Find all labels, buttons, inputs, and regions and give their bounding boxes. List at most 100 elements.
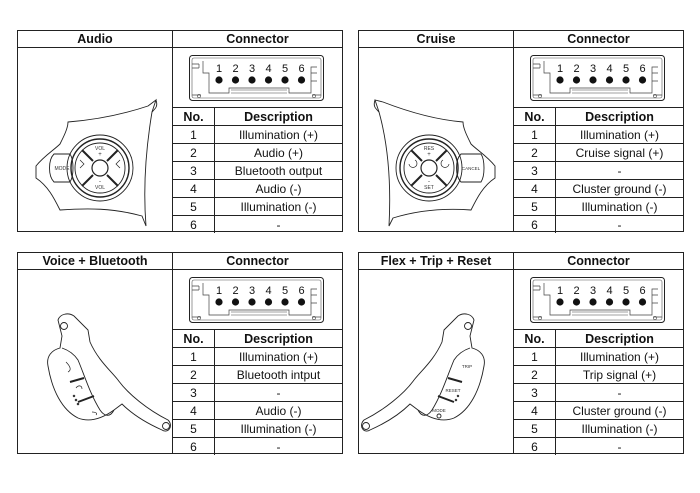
pin-dot <box>589 298 597 306</box>
vol-up-label: VOL <box>95 146 105 152</box>
pin-number: 5 <box>173 419 215 438</box>
pin-dot <box>297 298 306 306</box>
pin-number: 1 <box>514 347 556 366</box>
pin-label: 5 <box>282 63 288 75</box>
pin-label: 2 <box>573 63 579 75</box>
pin-dot <box>605 76 614 84</box>
pin-dot <box>556 76 564 84</box>
pin-description: Trip signal (+) <box>555 365 683 384</box>
pin-label: 2 <box>232 285 238 297</box>
pin-description: Illumination (-) <box>214 197 342 216</box>
table-row: 3- <box>173 383 342 402</box>
pin-label: 6 <box>298 63 304 75</box>
pin-number: 6 <box>173 437 215 455</box>
pin-dot <box>589 76 597 84</box>
pin-label: 2 <box>573 285 579 297</box>
pin-description: Illumination (-) <box>555 419 683 438</box>
connector-header: Connector <box>173 31 342 48</box>
vol-down-sign: - <box>99 179 101 185</box>
connector-header: Connector <box>514 253 683 270</box>
pin-description: Bluetooth output <box>214 161 342 180</box>
pin-number: 4 <box>173 179 215 198</box>
pin-description: Illumination (+) <box>555 347 683 366</box>
pin-label: 1 <box>557 285 563 297</box>
pin-dot <box>605 298 614 306</box>
pin-number: 5 <box>173 197 215 216</box>
pin-number: 6 <box>514 215 556 233</box>
pin-number: 3 <box>173 383 215 402</box>
table-row: 3- <box>514 161 683 180</box>
pin-label: 2 <box>232 63 238 75</box>
column-header-no: No. <box>514 330 556 348</box>
pin-description: - <box>555 383 683 402</box>
pin-description: Bluetooth intput <box>214 365 342 384</box>
reset-button-label: RESET <box>445 388 460 393</box>
pin-dot <box>248 76 256 84</box>
pin-label: 5 <box>282 285 288 297</box>
column-header-description: Description <box>555 108 683 126</box>
pin-number: 6 <box>173 215 215 233</box>
flex-trip-reset-panel: Flex + Trip + Reset Connector TRIP RESET… <box>358 252 684 455</box>
pin-description: - <box>617 217 622 232</box>
pin-description: Cluster ground (-) <box>555 401 683 420</box>
pin-description: Illumination (-) <box>214 419 342 438</box>
pin-number: 5 <box>514 197 556 216</box>
pin-label: 1 <box>557 63 563 75</box>
panel-title: Voice + Bluetooth <box>18 253 173 270</box>
trip-button-label: TRIP <box>462 364 472 369</box>
pin-description: - <box>276 217 281 232</box>
pin-number: 4 <box>514 179 556 198</box>
cruise-switch-illustration: CANCEL RES + - SET <box>359 48 514 231</box>
pin-label: 5 <box>623 63 629 75</box>
pin-label: 4 <box>265 285 271 297</box>
set-label: SET <box>424 185 434 191</box>
pin-dot <box>264 298 273 306</box>
pin-number: 2 <box>173 365 215 384</box>
pin-description: Illumination (+) <box>214 347 342 366</box>
pin-dot <box>215 76 223 84</box>
pin-dot <box>622 76 630 84</box>
flex-trip-reset-switch-illustration: TRIP RESET MODE <box>359 270 514 453</box>
pin-number: 1 <box>173 347 215 366</box>
pin-description: Audio (+) <box>214 143 342 162</box>
pin-label: 3 <box>249 285 255 297</box>
pin-label: 4 <box>606 63 612 75</box>
pin-label: 6 <box>639 285 645 297</box>
res-label: RES <box>424 146 435 152</box>
pin-number: 3 <box>514 383 556 402</box>
pin-number: 1 <box>514 125 556 144</box>
pin-number: 4 <box>173 401 215 420</box>
column-header-no: No. <box>173 330 215 348</box>
pin-dot <box>231 298 240 306</box>
pin-label: 1 <box>216 63 222 75</box>
pin-number: 5 <box>514 419 556 438</box>
pin-number: 1 <box>173 125 215 144</box>
column-header-no: No. <box>173 108 215 126</box>
panel-title: Flex + Trip + Reset <box>359 253 514 270</box>
mode-button-label: MODE <box>432 408 446 413</box>
pin-number: 2 <box>173 143 215 162</box>
pin-number: 2 <box>514 143 556 162</box>
pin-description: Illumination (+) <box>214 125 342 144</box>
pin-label: 6 <box>639 63 645 75</box>
connector-header: Connector <box>173 253 342 270</box>
pin-description: Audio (-) <box>214 179 342 198</box>
column-header-no: No. <box>514 108 556 126</box>
pin-dot <box>297 76 306 84</box>
pin-number: 4 <box>514 401 556 420</box>
pin-description: - <box>276 439 281 454</box>
